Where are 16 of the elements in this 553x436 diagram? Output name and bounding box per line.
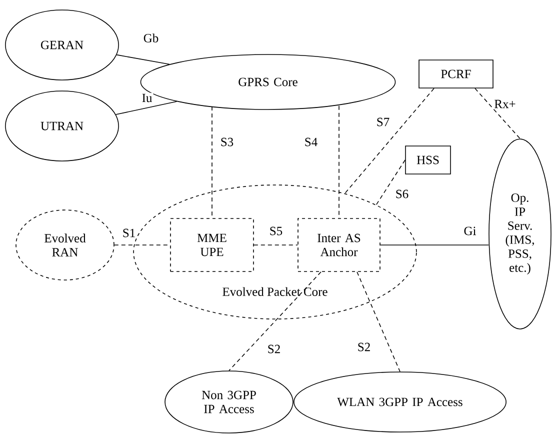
function-box: MME UPE: [170, 218, 254, 272]
connector-line: [376, 160, 406, 206]
function-box: Inter AS Anchor: [298, 218, 380, 272]
connector-line: [116, 54, 170, 65]
function-box: HSS: [405, 146, 451, 174]
connector-line: [344, 88, 434, 194]
connector-line: [254, 244, 298, 246]
connector-line: [380, 244, 489, 246]
connector-line: [114, 244, 170, 246]
edge-label: Rx+: [493, 98, 517, 110]
connector-line: [474, 88, 520, 139]
connector-line: [115, 101, 178, 115]
connector-line: [356, 272, 400, 372]
connector-line: [228, 272, 322, 371]
function-box: PCRF: [418, 60, 494, 88]
edge-label: Gb: [142, 32, 160, 44]
